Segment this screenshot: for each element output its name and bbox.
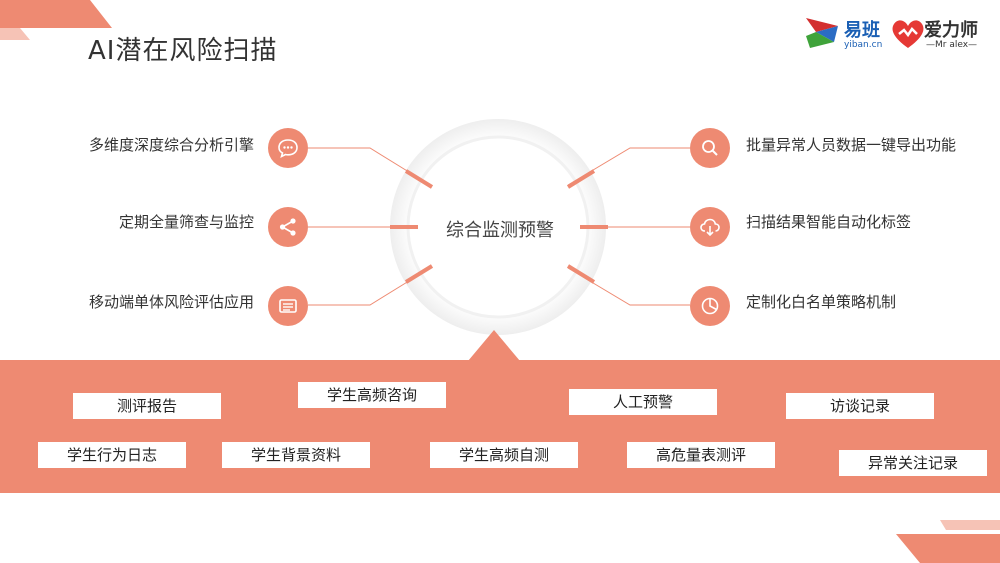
brand-ailishi-sub: —Mr alex— [926,40,978,50]
band-pointer [468,330,520,361]
connector-right-3-thick [566,264,596,284]
left-feature-label-2: 定期全量筛查与监控 [118,213,254,231]
tag-behavior-log: 学生行为日志 [38,442,186,468]
list-card-icon [268,286,308,326]
chat-bubble-icon [268,128,308,168]
left-feature-label-3: 移动端单体风险评估应用 [88,293,254,311]
brand-yiban-sub: yiban.cn [844,40,883,50]
brand-ailishi: 爱力师 [924,20,978,41]
tag-assessment-report: 测评报告 [73,393,221,419]
cloud-download-icon [690,207,730,247]
pie-chart-icon [690,286,730,326]
corner-decoration-top-left [0,0,112,40]
search-icon [690,128,730,168]
connector-left-1-thick [404,169,434,189]
page-title: AI潜在风险扫描 [88,36,278,66]
data-source-band [0,360,1000,493]
right-feature-label-3: 定制化白名单策略机制 [746,293,897,311]
center-label: 综合监测预警 [446,220,554,241]
share-icon [268,207,308,247]
right-feature-label-1: 批量异常人员数据一键导出功能 [746,136,957,154]
heart-logo-icon [892,20,924,48]
left-feature-label-1: 多维度深度综合分析引擎 [88,136,254,154]
right-feature-label-2: 扫描结果智能自动化标签 [746,213,912,231]
brand-yiban: 易班 [844,20,880,41]
tag-high-frequency-self-test: 学生高频自测 [430,442,578,468]
connector-right-1-thick [566,169,596,189]
tag-manual-warning: 人工预警 [569,389,717,415]
logo: 易班 yiban.cn 爱力师 —Mr alex— [806,14,986,58]
tag-background-info: 学生背景资料 [222,442,370,468]
tag-abnormal-attention-record: 异常关注记录 [839,450,987,476]
yiban-logo-icon [806,18,838,48]
tag-high-frequency-consult: 学生高频咨询 [298,382,446,408]
connector-left-3-thick [404,264,434,284]
corner-decoration-bottom-right [896,520,1000,563]
tag-high-risk-scale: 高危量表测评 [627,442,775,468]
tag-interview-record: 访谈记录 [786,393,934,419]
